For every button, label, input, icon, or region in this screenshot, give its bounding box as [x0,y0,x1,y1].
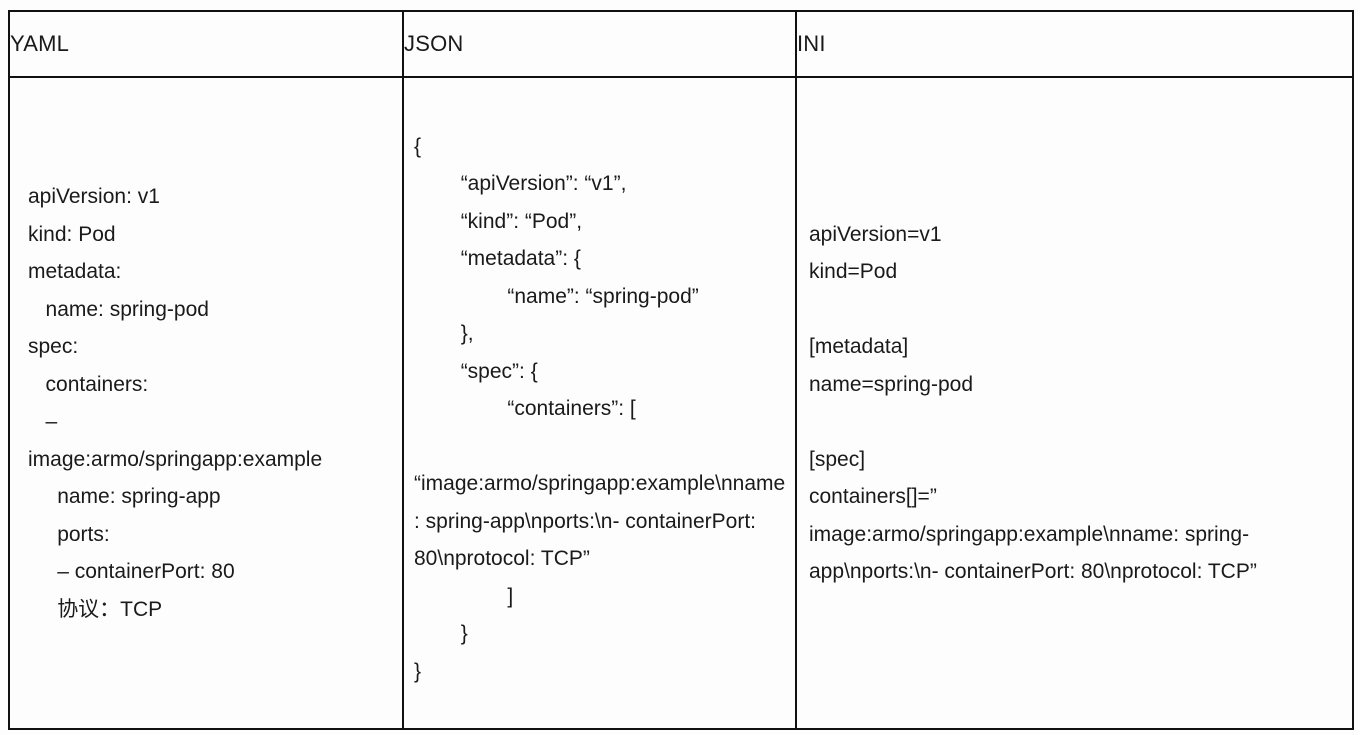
cell-ini: apiVersion=v1 kind=Pod [metadata] name=s… [795,76,1354,730]
ini-code-snippet: apiVersion=v1 kind=Pod [metadata] name=s… [809,222,1257,584]
json-code-snippet: { “apiVersion”: “v1”, “kind”: “Pod”, “me… [414,134,786,683]
column-header-json: JSON [402,10,797,78]
table-body: apiVersion: v1 kind: Pod metadata: name:… [8,76,1354,730]
format-comparison-table: YAML JSON INI apiVersion: v1 kind: Pod m… [8,10,1354,730]
table-header-row: YAML JSON INI [8,10,1354,78]
column-header-ini: INI [795,10,1354,78]
column-header-yaml: YAML [8,10,404,78]
cell-yaml: apiVersion: v1 kind: Pod metadata: name:… [8,76,404,730]
table-row: apiVersion: v1 kind: Pod metadata: name:… [8,76,1354,730]
cell-json: { “apiVersion”: “v1”, “kind”: “Pod”, “me… [402,76,797,730]
yaml-code-snippet: apiVersion: v1 kind: Pod metadata: name:… [28,185,323,621]
